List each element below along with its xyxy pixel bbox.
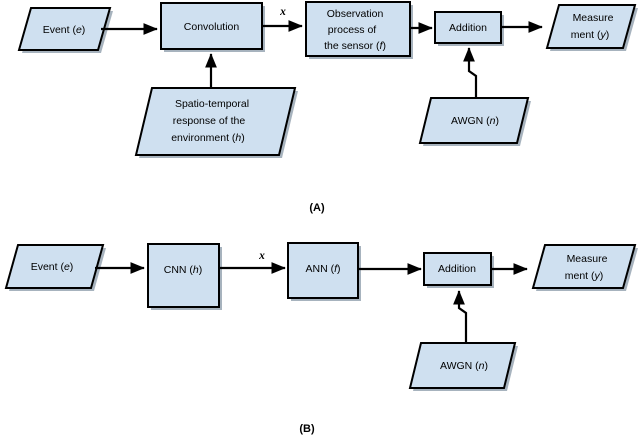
node-a-measurement[interactable]: Measure ment (y)	[545, 4, 638, 51]
node-a-convolution[interactable]: Convolution	[160, 2, 265, 52]
node-a-observation-line3: the sensor (f)	[324, 40, 386, 52]
node-b-addition-label: Addition	[438, 263, 476, 275]
node-a-spatio-line3: environment (h)	[171, 132, 245, 144]
node-b-event-label: Event (e)	[31, 261, 74, 273]
node-b-awgn[interactable]: AWGN (n)	[408, 342, 518, 391]
node-b-addition[interactable]: Addition	[423, 252, 494, 288]
signal-label-b-x: x	[258, 250, 265, 262]
node-a-awgn-label: AWGN (n)	[451, 115, 499, 127]
node-a-spatio-line2: response of the	[173, 115, 246, 127]
node-a-event-label: Event (e)	[43, 24, 86, 36]
node-b-measurement-line2: ment (y)	[565, 270, 604, 282]
node-b-awgn-label: AWGN (n)	[440, 360, 488, 372]
node-a-event[interactable]: Event (e)	[17, 7, 113, 53]
panel-b: Event (e) CNN (h) x ANN (f)	[4, 242, 638, 435]
node-a-convolution-label: Convolution	[184, 21, 240, 33]
node-b-measurement-line1: Measure	[567, 253, 608, 265]
node-a-measurement-line1: Measure	[573, 12, 614, 24]
node-b-event[interactable]: Event (e)	[4, 244, 106, 291]
node-b-cnn-label: CNN (h)	[164, 264, 203, 276]
node-b-cnn[interactable]: CNN (h)	[147, 243, 222, 310]
panel-a: Event (e) Convolution x Spatio-temporal …	[17, 1, 638, 214]
node-a-observation-line2: process of	[328, 24, 377, 36]
panel-a-label: (A)	[309, 202, 325, 214]
arrow-b-awgn-to-addition	[453, 290, 468, 343]
node-a-awgn[interactable]: AWGN (n)	[418, 97, 531, 146]
node-a-spatio-line1: Spatio-temporal	[175, 98, 249, 110]
node-a-measurement-line2: ment (y)	[571, 29, 610, 41]
arrow-a-awgn-to-addition	[463, 47, 478, 98]
panel-b-label: (B)	[299, 423, 315, 435]
node-a-spatio-temporal[interactable]: Spatio-temporal response of the environm…	[134, 87, 298, 158]
node-a-addition[interactable]: Addition	[434, 11, 504, 46]
node-b-ann[interactable]: ANN (f)	[287, 242, 361, 301]
node-a-addition-label: Addition	[449, 22, 487, 34]
node-b-ann-label: ANN (f)	[305, 263, 340, 275]
node-a-observation-line1: Observation	[327, 8, 384, 20]
node-a-observation[interactable]: Observation process of the sensor (f)	[305, 1, 413, 59]
node-b-measurement[interactable]: Measure ment (y)	[531, 244, 638, 291]
signal-label-a-x: x	[279, 6, 286, 18]
